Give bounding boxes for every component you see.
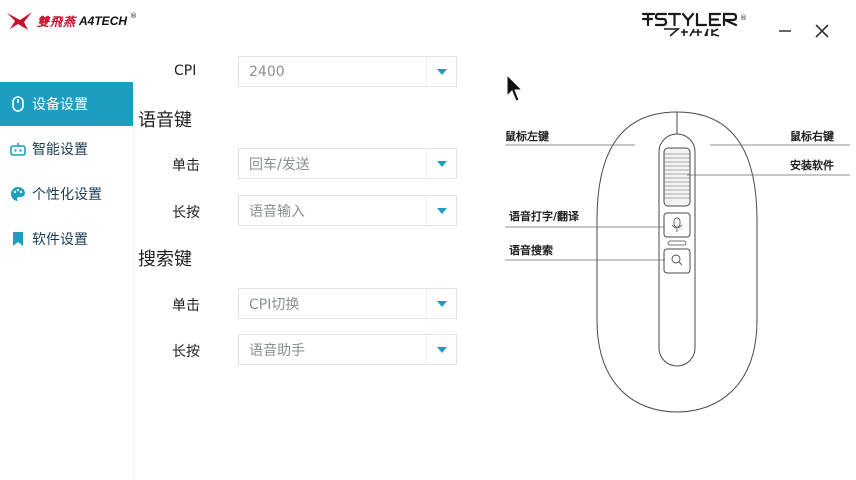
dropdown-arrow-icon: [426, 289, 456, 318]
voice-long-press-select[interactable]: 语音输入: [238, 195, 457, 226]
search-long-press-value: 语音助手: [249, 342, 305, 359]
voice-single-click-label: 单击: [172, 158, 200, 174]
right-button-label: 鼠标右键: [790, 130, 834, 143]
voice-key-title: 语音键: [138, 110, 192, 131]
bookmark-icon: [10, 231, 26, 247]
close-icon: [815, 24, 829, 38]
sidebar-divider: [133, 82, 134, 480]
dropdown-arrow-icon: [426, 57, 456, 86]
brand-name-en: A4TECH: [79, 14, 128, 28]
swallow-logo-icon: [7, 12, 32, 30]
dropdown-arrow-icon: [426, 196, 456, 225]
sidebar-item-device-settings[interactable]: 设备设置: [0, 82, 133, 126]
sidebar-item-label: 设备设置: [32, 97, 88, 113]
dropdown-arrow-icon: [426, 149, 456, 178]
search-single-click-select[interactable]: CPI切换: [238, 288, 457, 319]
mouse-diagram: 鼠标左键 鼠标右键 安装软件 语音打字/翻译 语音搜索: [505, 100, 850, 420]
voice-single-click-value: 回车/发送: [249, 156, 310, 173]
fstyler-logo-icon: ®: [641, 12, 747, 37]
robot-icon: [10, 141, 26, 157]
voice-typing-label: 语音打字/翻译: [509, 210, 580, 223]
minimize-icon: [779, 30, 791, 32]
mouse-outline-icon: [505, 111, 850, 413]
mouse-pointer-icon: [506, 74, 524, 102]
palette-icon: [10, 186, 26, 202]
registered-mark: ®: [130, 12, 138, 20]
search-long-press-select[interactable]: 语音助手: [238, 334, 457, 365]
voice-long-press-label: 长按: [172, 205, 200, 221]
sidebar-item-smart-settings[interactable]: 智能设置: [0, 126, 133, 171]
dropdown-arrow-icon: [426, 335, 456, 364]
search-key-title: 搜索键: [138, 249, 192, 270]
sidebar-nav: 设备设置 智能设置 个性化设置 软件设置: [0, 82, 133, 261]
brand-logo: 雙飛燕 A4TECH ®: [6, 10, 137, 32]
brand-name-cn: 雙飛燕: [37, 14, 77, 29]
install-software-label: 安装软件: [790, 159, 834, 172]
title-bar: 雙飛燕 A4TECH ® ®: [0, 0, 856, 42]
sidebar-item-label: 智能设置: [32, 141, 88, 158]
search-long-press-label: 长按: [172, 344, 200, 360]
voice-search-label: 语音搜索: [509, 244, 553, 257]
cpi-select[interactable]: 2400: [238, 56, 457, 87]
sidebar-item-personalization[interactable]: 个性化设置: [0, 171, 133, 216]
mouse-icon: [10, 96, 26, 112]
cpi-label: CPI: [174, 63, 197, 79]
voice-single-click-select[interactable]: 回车/发送: [238, 148, 457, 179]
close-button[interactable]: [811, 20, 833, 42]
sidebar-item-label: 软件设置: [32, 231, 88, 248]
voice-long-press-value: 语音输入: [249, 203, 305, 220]
cpi-value: 2400: [249, 63, 285, 80]
sidebar-item-software-settings[interactable]: 软件设置: [0, 216, 133, 261]
search-single-click-label: 单击: [172, 298, 200, 314]
minimize-button[interactable]: [774, 20, 796, 42]
left-button-label: 鼠标左键: [505, 130, 549, 143]
sidebar-item-label: 个性化设置: [32, 186, 102, 203]
search-single-click-value: CPI切换: [249, 296, 300, 313]
svg-text:®: ®: [740, 14, 747, 22]
